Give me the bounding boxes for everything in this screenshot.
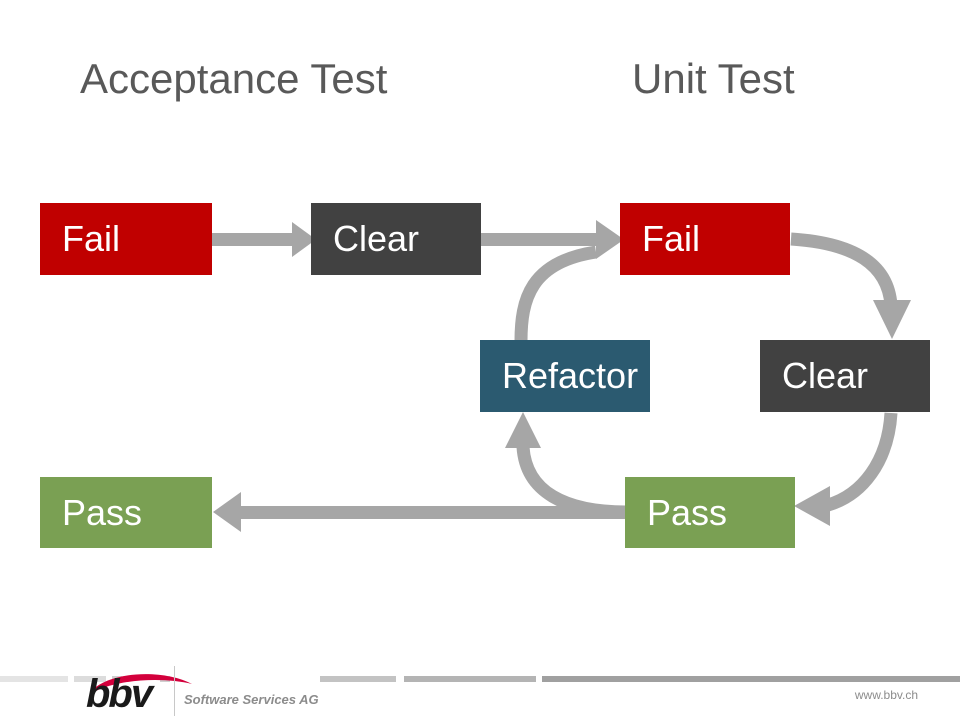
logo-wordmark: bbv [86,672,153,716]
node-unit-clear[interactable]: Clear [760,340,930,412]
node-label: Clear [333,218,420,259]
logo-divider [174,666,175,716]
node-label: Pass [647,491,728,533]
node-label: Refactor [502,355,639,396]
logo-swoosh-icon [92,674,192,692]
footer-rule-segment [542,676,960,682]
node-acceptance-clear[interactable]: Clear [311,203,481,275]
node-acceptance-pass[interactable]: Pass [40,477,212,548]
arrow-acc-clear-to-unit-fail [481,220,624,259]
footer-rule-segment [0,676,68,682]
page-title-unit-test: Unit Test [632,55,795,102]
footer-rule-segment [404,676,536,682]
node-refactor[interactable]: Refactor [480,340,650,412]
footer-rule-segment [320,676,396,682]
node-label: Fail [642,218,701,259]
arrow-unit-clear-to-unit-pass [794,412,898,526]
page-title-acceptance-test: Acceptance Test [80,55,388,102]
node-unit-pass[interactable]: Pass [625,477,795,548]
slide-footer: bbv Software Services AG www.bbv.ch [0,664,960,720]
footer-rule-segment [74,676,106,682]
arrow-unit-fail-to-unit-clear [790,232,911,339]
node-label: Clear [782,355,869,396]
node-label: Pass [62,491,143,533]
arrow-unit-pass-to-acc-pass [213,492,625,532]
arrow-unit-pass-to-refactor [505,412,627,519]
arrow-acc-fail-to-acc-clear [212,222,316,257]
node-unit-fail[interactable]: Fail [620,203,790,275]
arrow-refactor-to-unit-fail [514,245,598,342]
bbv-logo: bbv Software Services AG [86,666,326,716]
logo-tagline: Software Services AG [184,692,319,707]
node-label: Fail [62,218,121,259]
footer-website-url: www.bbv.ch [854,688,918,702]
node-acceptance-fail[interactable]: Fail [40,203,212,275]
